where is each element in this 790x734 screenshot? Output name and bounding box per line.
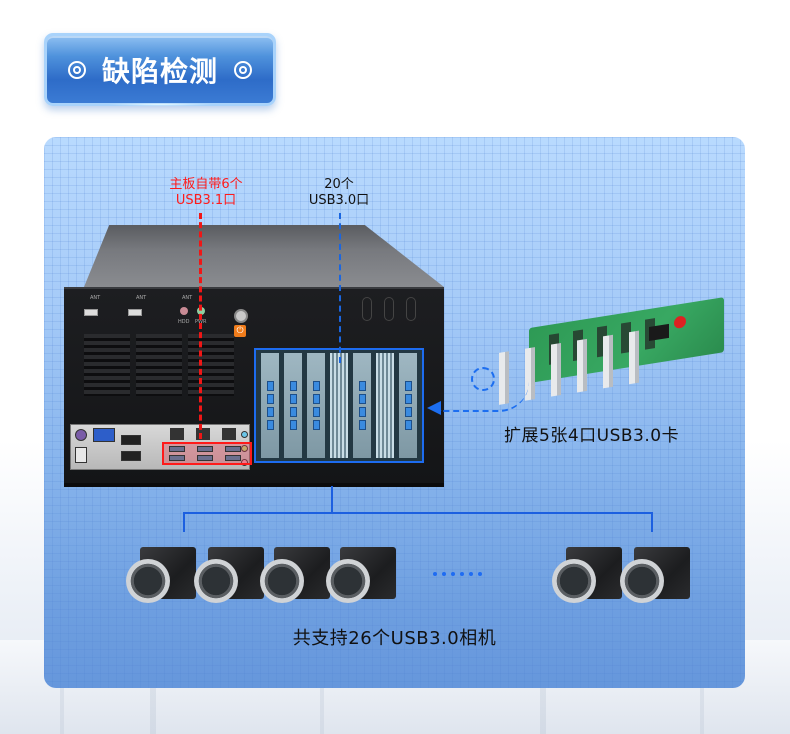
ant-label: ANT [182, 295, 193, 301]
usb3-card-bracket [307, 353, 325, 458]
expansion-usb-pointer-line [339, 213, 341, 363]
dashed-arrow-path [439, 382, 529, 412]
usb3-card-bracket [284, 353, 302, 458]
onboard-usb-label: 主板自带6个 USB3.1口 [151, 177, 261, 209]
camera-lens-icon [552, 559, 596, 603]
serial-knockout [362, 297, 372, 321]
usb3-card-bracket [399, 353, 417, 458]
front-usb-port [128, 309, 142, 316]
expansion-card-label: 扩展5张4口USB3.0卡 [504, 426, 680, 446]
usb3-expansion-card-image [499, 297, 724, 418]
camera-lens-icon [620, 559, 664, 603]
industrial-camera [620, 547, 690, 605]
usb31-port [225, 455, 241, 461]
usb31-port [169, 455, 185, 461]
blank-vented-bracket [376, 353, 394, 458]
camera-support-summary: 共支持26个USB3.0相机 [292, 628, 497, 649]
ant-label: ANT [90, 295, 101, 301]
displayport [121, 435, 141, 445]
industrial-camera [326, 547, 396, 605]
audio-jack [241, 431, 248, 438]
arrow-left-icon [427, 401, 441, 415]
onboard-usb-pointer-line [199, 213, 202, 439]
connector-line-left [183, 512, 185, 532]
ps2-port [75, 429, 87, 441]
usb3-card-bracket [353, 353, 371, 458]
usb2-ports [75, 447, 87, 463]
connector-line-vertical [331, 486, 333, 513]
connector-line-horizontal [183, 512, 653, 514]
hdd-led [180, 307, 188, 315]
hdmi-port [121, 451, 141, 461]
serial-knockout [384, 297, 394, 321]
bullseye-icon [67, 60, 86, 79]
audio-jack [241, 445, 248, 452]
usb31-port [197, 446, 213, 452]
power-icon: ⏻ [234, 325, 246, 337]
camera-lens-icon [260, 559, 304, 603]
usb3-card-bracket [261, 353, 279, 458]
dashed-loop [471, 367, 495, 391]
lan-port [170, 428, 184, 440]
diagram-panel: 主板自带6个 USB3.1口 20个 USB3.0口 ANT ANT ANT H… [44, 137, 745, 688]
usb31-port [197, 455, 213, 461]
onboard-usb31-highlight [162, 442, 252, 465]
ellipsis-dots [433, 572, 482, 576]
expansion-usb-label: 20个 USB3.0口 [289, 177, 389, 209]
chassis-bottom [64, 483, 444, 487]
industrial-camera [126, 547, 196, 605]
connector-line-right [651, 512, 653, 532]
front-usb-port [84, 309, 98, 316]
expansion-usb-label-line2: USB3.0口 [308, 193, 370, 208]
onboard-usb-label-line1: 主板自带6个 [169, 177, 243, 192]
serial-knockout [406, 297, 416, 321]
section-title: 缺陷检测 [101, 54, 218, 88]
lan-port [222, 428, 236, 440]
vga-port [93, 428, 115, 442]
expansion-usb-label-line1: 20个 [324, 177, 354, 192]
camera-lens-icon [194, 559, 238, 603]
camera-lens-icon [326, 559, 370, 603]
onboard-usb-label-line2: USB3.1口 [175, 193, 237, 208]
usb31-port [225, 446, 241, 452]
audio-jack [241, 459, 248, 466]
chassis-top [84, 225, 444, 287]
section-title-badge: 缺陷检测 [44, 33, 276, 106]
bullseye-icon [234, 60, 252, 79]
industrial-camera [552, 547, 622, 605]
camera-lens-icon [126, 559, 170, 603]
ant-label: ANT [136, 295, 147, 301]
usb31-port [169, 446, 185, 452]
expansion-slots-highlight [254, 348, 424, 463]
industrial-camera [194, 547, 264, 605]
industrial-camera [260, 547, 330, 605]
power-button [234, 309, 248, 323]
hdd-label: HDD [178, 319, 190, 325]
blank-vented-bracket [330, 353, 348, 458]
vent-grille [84, 334, 234, 396]
motherboard-io-plate [70, 424, 250, 470]
